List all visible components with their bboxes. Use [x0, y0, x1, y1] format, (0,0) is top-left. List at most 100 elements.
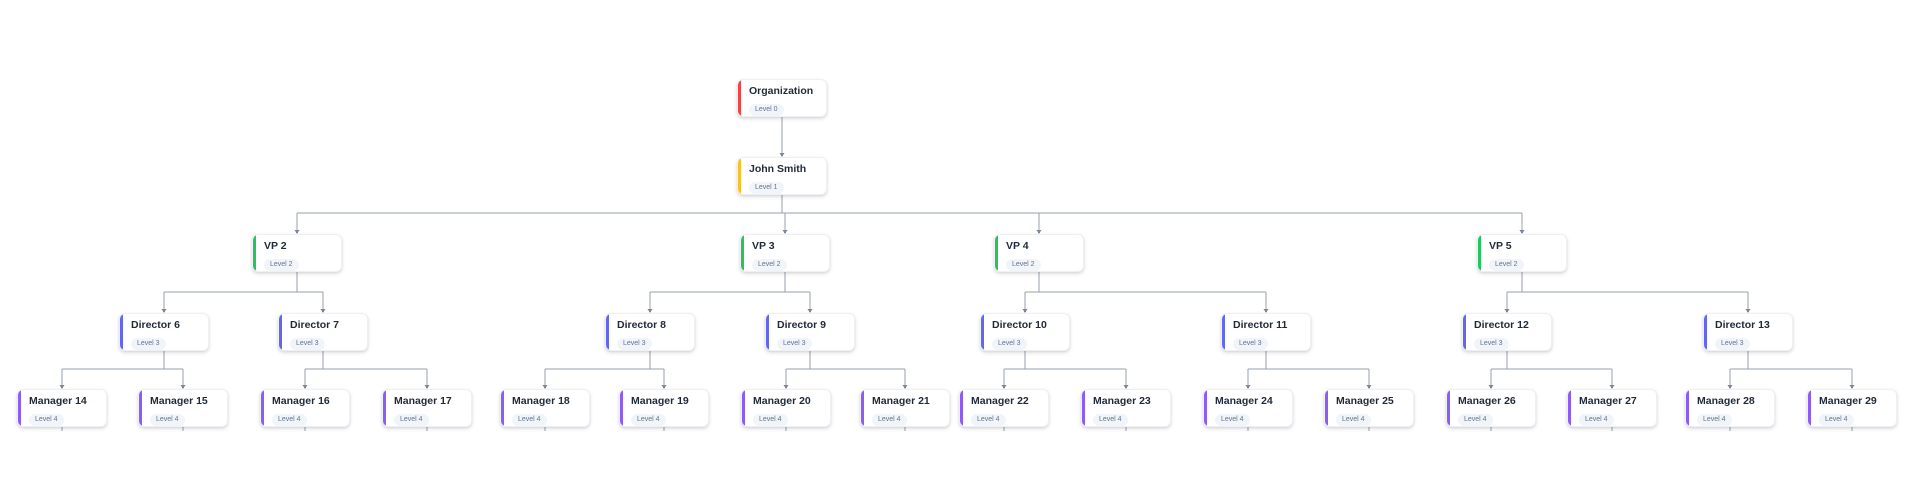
- node-level-badge: Level 4: [394, 414, 429, 426]
- node-title: Manager 21: [872, 395, 930, 407]
- org-node-m26[interactable]: Manager 26 Level 4: [1446, 389, 1536, 427]
- node-title: Manager 26: [1458, 395, 1516, 407]
- node-title: Director 11: [1233, 319, 1288, 331]
- node-title: Director 13: [1715, 319, 1770, 331]
- node-level-badge: Level 4: [872, 414, 907, 426]
- node-accent-bar: [1704, 314, 1707, 350]
- node-title: VP 5: [1489, 240, 1512, 252]
- org-node-m19[interactable]: Manager 19 Level 4: [619, 389, 709, 427]
- node-accent-bar: [1686, 390, 1689, 426]
- node-level-badge: Level 3: [1715, 338, 1750, 350]
- node-accent-bar: [279, 314, 282, 350]
- org-node-d13[interactable]: Director 13 Level 3: [1703, 313, 1793, 351]
- node-accent-bar: [1568, 390, 1571, 426]
- node-accent-bar: [1222, 314, 1225, 350]
- node-accent-bar: [766, 314, 769, 350]
- org-node-vp4[interactable]: VP 4 Level 2: [994, 234, 1084, 272]
- org-node-m20[interactable]: Manager 20 Level 4: [741, 389, 831, 427]
- node-title: VP 3: [752, 240, 775, 252]
- node-level-badge: Level 4: [753, 414, 788, 426]
- org-node-m29[interactable]: Manager 29 Level 4: [1807, 389, 1897, 427]
- node-accent-bar: [261, 390, 264, 426]
- node-level-badge: Level 4: [1093, 414, 1128, 426]
- node-title: John Smith: [749, 163, 807, 175]
- org-node-vp5[interactable]: VP 5 Level 2: [1477, 234, 1567, 272]
- org-node-m27[interactable]: Manager 27 Level 4: [1567, 389, 1657, 427]
- org-node-d12[interactable]: Director 12 Level 3: [1462, 313, 1552, 351]
- node-level-badge: Level 4: [1336, 414, 1371, 426]
- node-level-badge: Level 3: [131, 338, 166, 350]
- node-level-badge: Level 0: [749, 104, 784, 116]
- node-title: Manager 27: [1579, 395, 1637, 407]
- node-title: Manager 29: [1819, 395, 1877, 407]
- org-node-m28[interactable]: Manager 28 Level 4: [1685, 389, 1775, 427]
- node-title: Organization: [749, 85, 814, 97]
- org-node-d7[interactable]: Director 7 Level 3: [278, 313, 368, 351]
- node-accent-bar: [960, 390, 963, 426]
- node-accent-bar: [501, 390, 504, 426]
- node-title: Manager 16: [272, 395, 330, 407]
- node-title: Manager 25: [1336, 395, 1394, 407]
- org-node-m23[interactable]: Manager 23 Level 4: [1081, 389, 1171, 427]
- org-node-d9[interactable]: Director 9 Level 3: [765, 313, 855, 351]
- node-accent-bar: [861, 390, 864, 426]
- node-accent-bar: [1325, 390, 1328, 426]
- org-node-john[interactable]: John Smith Level 1: [737, 157, 827, 195]
- node-accent-bar: [18, 390, 21, 426]
- org-node-d8[interactable]: Director 8 Level 3: [605, 313, 695, 351]
- org-node-d6[interactable]: Director 6 Level 3: [119, 313, 209, 351]
- node-level-badge: Level 2: [1006, 259, 1041, 271]
- node-level-badge: Level 4: [29, 414, 64, 426]
- org-node-m17[interactable]: Manager 17 Level 4: [382, 389, 472, 427]
- node-level-badge: Level 3: [992, 338, 1027, 350]
- node-accent-bar: [1082, 390, 1085, 426]
- node-title: Director 12: [1474, 319, 1529, 331]
- org-node-m21[interactable]: Manager 21 Level 4: [860, 389, 950, 427]
- org-node-m22[interactable]: Manager 22 Level 4: [959, 389, 1049, 427]
- org-node-m16[interactable]: Manager 16 Level 4: [260, 389, 350, 427]
- org-node-m15[interactable]: Manager 15 Level 4: [138, 389, 228, 427]
- node-accent-bar: [995, 235, 998, 271]
- node-accent-bar: [383, 390, 386, 426]
- node-title: Manager 18: [512, 395, 570, 407]
- node-level-badge: Level 4: [150, 414, 185, 426]
- node-level-badge: Level 3: [1474, 338, 1509, 350]
- node-title: VP 2: [264, 240, 287, 252]
- node-level-badge: Level 4: [272, 414, 307, 426]
- node-title: Director 7: [290, 319, 340, 331]
- node-level-badge: Level 1: [749, 182, 784, 194]
- org-node-m25[interactable]: Manager 25 Level 4: [1324, 389, 1414, 427]
- node-title: Manager 15: [150, 395, 208, 407]
- node-title: Manager 14: [29, 395, 87, 407]
- node-level-badge: Level 4: [1458, 414, 1493, 426]
- node-level-badge: Level 2: [1489, 259, 1524, 271]
- node-accent-bar: [120, 314, 123, 350]
- node-title: Manager 22: [971, 395, 1029, 407]
- org-node-vp2[interactable]: VP 2 Level 2: [252, 234, 342, 272]
- node-level-badge: Level 4: [631, 414, 666, 426]
- org-node-m24[interactable]: Manager 24 Level 4: [1203, 389, 1293, 427]
- node-accent-bar: [741, 235, 744, 271]
- node-title: Manager 17: [394, 395, 452, 407]
- node-title: Director 9: [777, 319, 827, 331]
- node-title: Manager 19: [631, 395, 689, 407]
- node-level-badge: Level 3: [1233, 338, 1268, 350]
- node-title: Manager 20: [753, 395, 811, 407]
- org-node-d10[interactable]: Director 10 Level 3: [980, 313, 1070, 351]
- node-title: Director 6: [131, 319, 181, 331]
- node-title: Manager 23: [1093, 395, 1151, 407]
- node-level-badge: Level 4: [1697, 414, 1732, 426]
- org-node-m18[interactable]: Manager 18 Level 4: [500, 389, 590, 427]
- node-level-badge: Level 4: [1579, 414, 1614, 426]
- org-node-org[interactable]: Organization Level 0: [737, 79, 827, 117]
- node-level-badge: Level 2: [752, 259, 787, 271]
- node-title: Director 8: [617, 319, 667, 331]
- node-level-badge: Level 4: [1819, 414, 1854, 426]
- org-node-m14[interactable]: Manager 14 Level 4: [17, 389, 107, 427]
- org-node-vp3[interactable]: VP 3 Level 2: [740, 234, 830, 272]
- org-node-d11[interactable]: Director 11 Level 3: [1221, 313, 1311, 351]
- node-level-badge: Level 3: [617, 338, 652, 350]
- node-title: Manager 28: [1697, 395, 1755, 407]
